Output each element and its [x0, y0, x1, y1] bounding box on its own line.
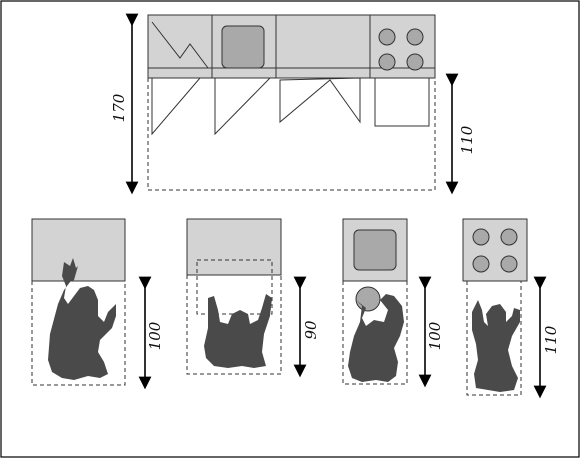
- plate-in-hands: [355, 286, 381, 312]
- person-silhouette: [204, 294, 272, 368]
- clearance-label: 100: [146, 321, 164, 350]
- door-swing-label: 110: [458, 125, 476, 154]
- oven-door-open: [374, 77, 430, 127]
- person-silhouette: [48, 258, 116, 380]
- dishwasher-counter: [186, 218, 282, 276]
- station-hob: 110: [462, 218, 560, 399]
- hob-burner: [406, 28, 424, 46]
- station-sink: 100: [342, 218, 444, 388]
- dishwasher-open-symbol: [151, 21, 209, 69]
- station-dishwasher: 90: [186, 218, 320, 378]
- station-worktop: 100: [31, 218, 164, 390]
- hob-counter: [462, 218, 528, 282]
- clearance-zone: [186, 275, 282, 375]
- hob-burner: [500, 255, 518, 273]
- cabinet-door-swing: [279, 77, 361, 124]
- hob-burner: [472, 228, 490, 246]
- cabinet-door-swing: [151, 77, 202, 136]
- clearance-label: 90: [302, 320, 320, 340]
- clearance-zone: [342, 281, 408, 385]
- sink-basin: [353, 229, 397, 271]
- hob-burner: [500, 228, 518, 246]
- hob-burner: [472, 255, 490, 273]
- top-kitchen-plan: 170 110: [110, 13, 476, 195]
- person-silhouette: [472, 300, 520, 392]
- person-silhouette: [348, 294, 404, 382]
- clearance-zone: [31, 281, 126, 386]
- hob-burner: [378, 53, 396, 71]
- hob-burner: [378, 28, 396, 46]
- clearance-label: 110: [542, 325, 560, 354]
- worktop-counter: [31, 218, 126, 282]
- cabinet-door-swing: [214, 77, 272, 136]
- clearance-zone: [466, 281, 522, 396]
- overall-depth-label: 170: [110, 93, 128, 122]
- dishwasher-open-door: [196, 259, 273, 315]
- sink-basin: [221, 25, 265, 69]
- clearance-label: 100: [426, 321, 444, 350]
- hob-burner: [406, 53, 424, 71]
- clearance-zone: [147, 78, 436, 191]
